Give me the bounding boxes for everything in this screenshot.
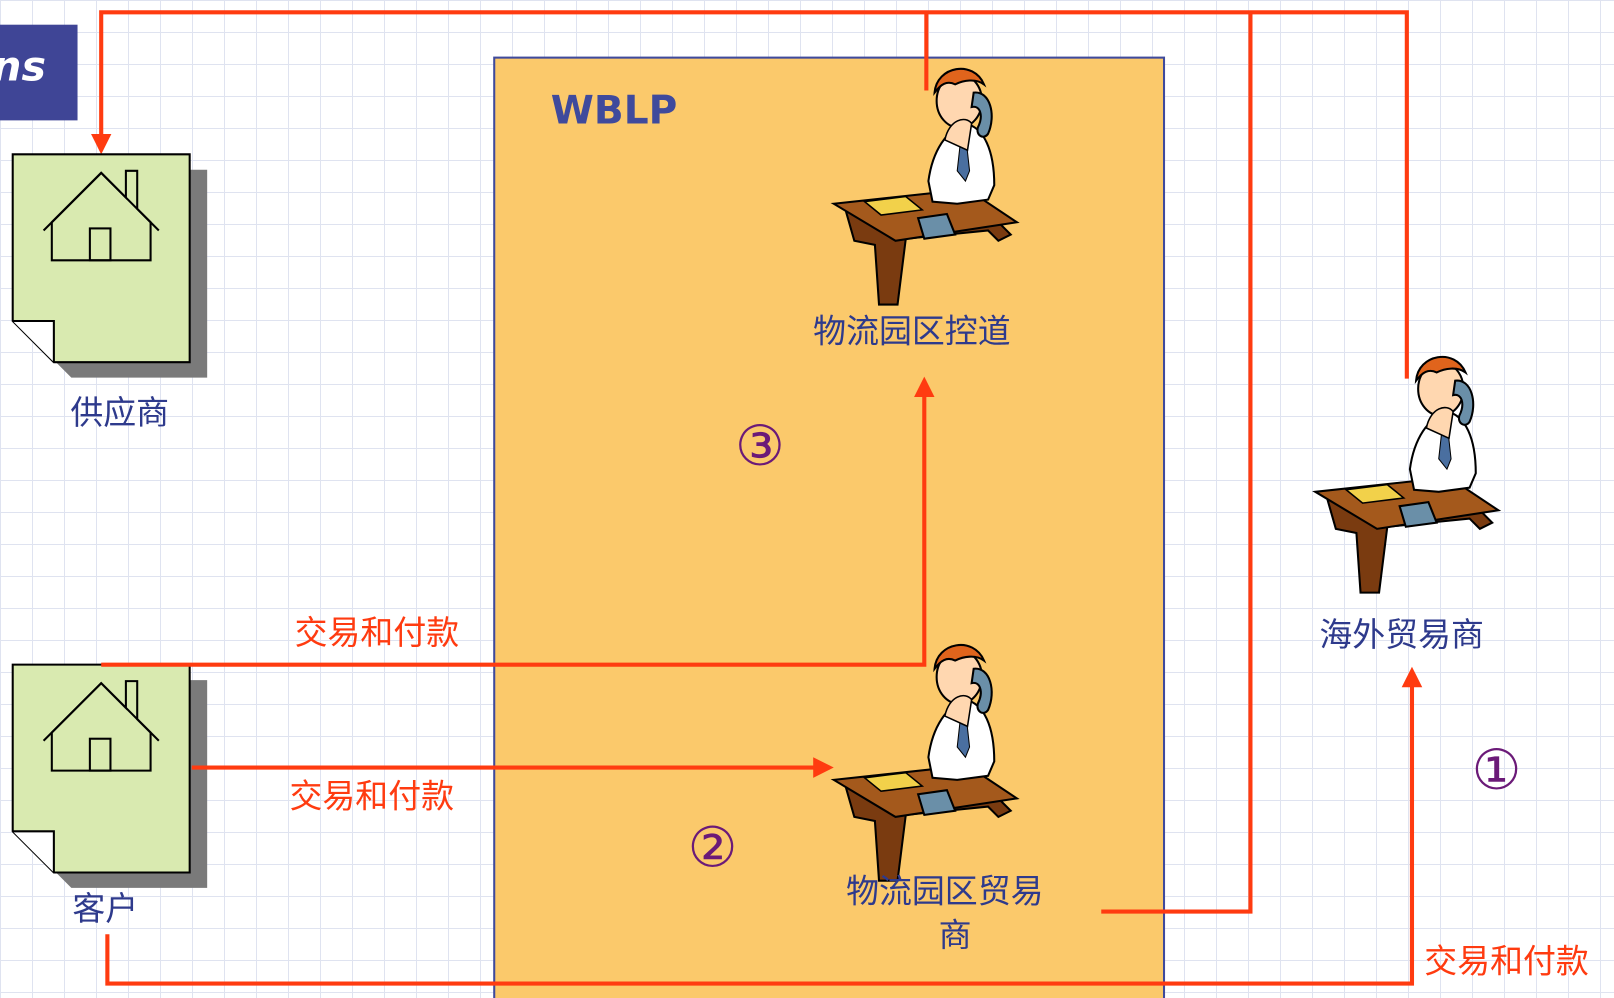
logo-badge: ns [0, 24, 78, 121]
supplier-label: 供应商 [70, 393, 169, 432]
house-document-icon [11, 153, 209, 379]
park-trader-label-line2: 商 [939, 916, 972, 955]
node-supplier: 供应商 [11, 153, 209, 432]
flow-customer-to-overseas: 交易和付款 [105, 666, 1589, 986]
flow-customer-to-park-trader: 交易和付款 [191, 757, 834, 816]
node-park-broker: 物流园区控道 [813, 67, 1018, 351]
house-document-icon [11, 663, 209, 889]
flow-overseas-to-supplier-line [90, 10, 1409, 379]
flow-park-trader-to-top-line [1101, 12, 1253, 914]
customer-label: 客户 [72, 889, 138, 928]
wblp-zone: WBLP [493, 56, 1166, 998]
park-broker-label: 物流园区控道 [813, 312, 1010, 351]
flow-customer-to-overseas-line [105, 666, 1423, 986]
trader-at-desk-icon [1314, 355, 1500, 594]
flow-customer-to-broker: 交易和付款 [101, 376, 935, 667]
step-2-marker: ② [688, 815, 738, 880]
logo-background [0, 24, 78, 121]
wblp-zone-box [493, 56, 1166, 998]
logo-text: ns [0, 42, 46, 90]
park-trader-label-line1: 物流园区贸易 [846, 871, 1043, 910]
overseas-trader-label: 海外贸易商 [1319, 615, 1484, 654]
node-overseas-trader: 海外贸易商 [1314, 355, 1500, 654]
zone-title: WBLP [551, 88, 677, 133]
flow-customer-to-broker-line [101, 376, 935, 667]
step-1-marker: ① [1472, 738, 1522, 803]
flow-customer-to-overseas-label: 交易和付款 [1424, 941, 1589, 980]
flow-top-to-supplier [90, 10, 1409, 914]
flow-customer-to-broker-label: 交易和付款 [295, 613, 460, 652]
step-3-marker: ③ [735, 414, 785, 479]
node-customer: 客户 [11, 663, 209, 928]
flow-customer-to-park-trader-label: 交易和付款 [289, 777, 454, 816]
node-park-trader: 物流园区贸易 商 [832, 643, 1044, 955]
